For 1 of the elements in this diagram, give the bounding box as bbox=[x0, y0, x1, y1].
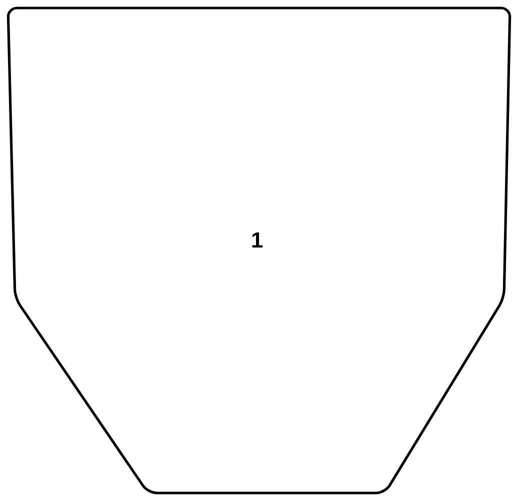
panel-outline: 1 bbox=[6, 6, 512, 494]
